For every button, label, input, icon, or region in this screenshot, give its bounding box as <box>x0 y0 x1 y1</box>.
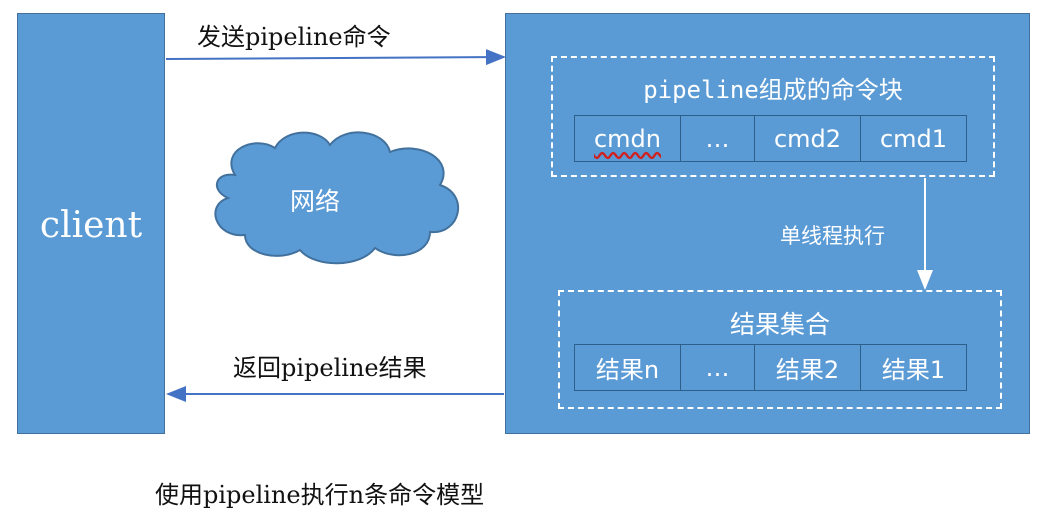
network-cloud-icon <box>214 131 459 265</box>
send-arrow <box>165 49 506 66</box>
diagram-caption: 使用pipeline执行n条命令模型 <box>155 481 485 509</box>
command-block-title: pipeline组成的命令块 <box>643 76 903 104</box>
command-cell: cmd2 <box>754 115 861 162</box>
result-set-group <box>558 290 1002 409</box>
command-block-group <box>551 56 995 177</box>
result-cell: … <box>680 344 755 391</box>
result-cell: 结果1 <box>860 344 967 391</box>
network-label: 网络 <box>290 187 341 216</box>
command-cell: cmd1 <box>860 115 967 162</box>
command-block-row: cmdn … cmd2 cmd1 <box>574 115 967 162</box>
result-cell: 结果2 <box>754 344 861 391</box>
result-cell: 结果n <box>574 344 681 391</box>
send-label: 发送pipeline命令 <box>197 23 391 51</box>
command-cell: cmdn <box>574 115 681 162</box>
client-label: client <box>39 205 143 246</box>
result-set-row: 结果n … 结果2 结果1 <box>574 344 967 391</box>
command-cell: … <box>680 115 755 162</box>
result-set-title: 结果集合 <box>729 310 830 339</box>
return-label: 返回pipeline结果 <box>233 354 427 382</box>
exec-label: 单线程执行 <box>780 224 885 248</box>
client-box <box>17 13 165 434</box>
